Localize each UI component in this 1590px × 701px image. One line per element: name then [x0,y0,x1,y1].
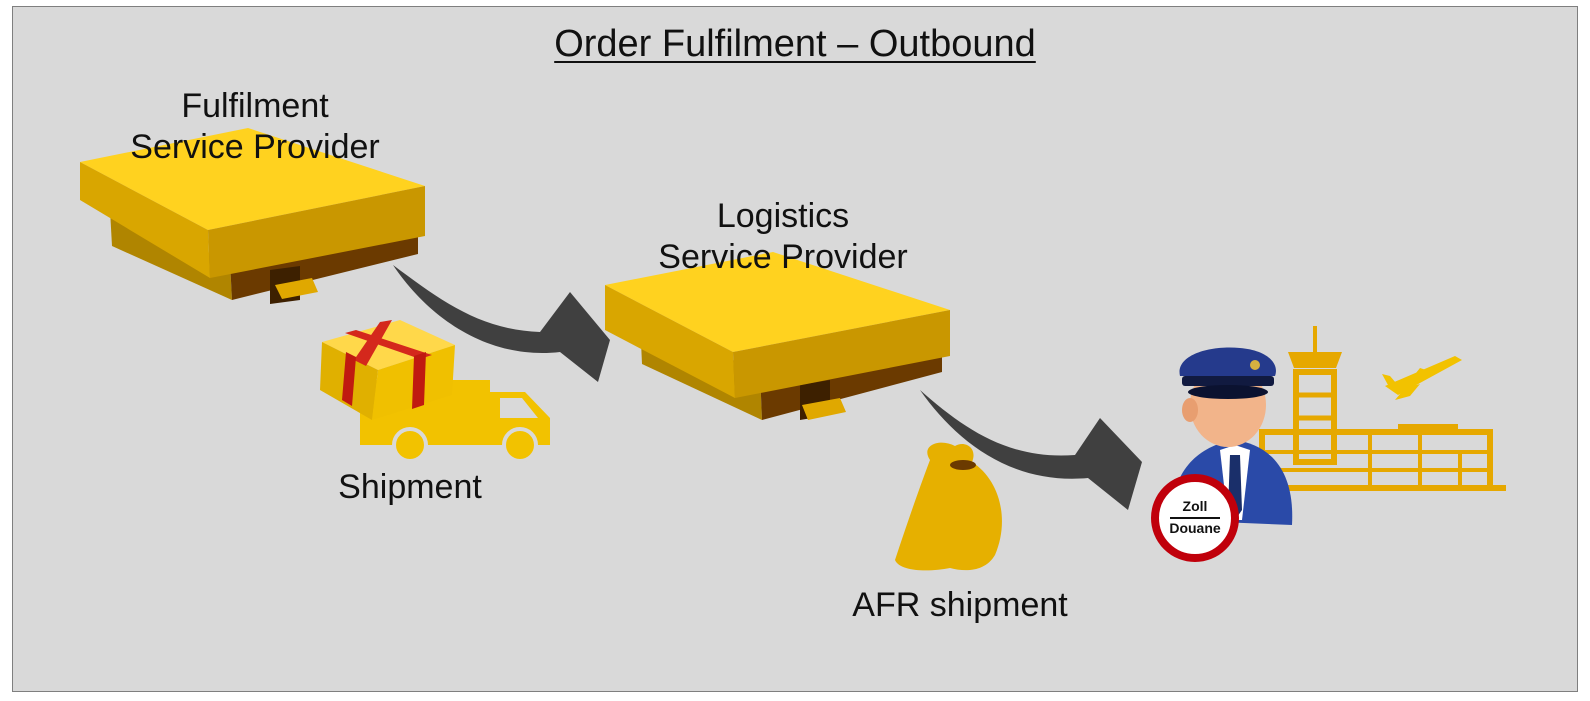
airplane-icon [1382,356,1462,400]
logistics-provider-line2: Service Provider [658,237,908,276]
customs-badge-top: Zoll [1183,498,1208,514]
flow-arrow-1 [393,265,610,382]
fulfilment-provider-line2: Service Provider [130,127,380,166]
package-icon [320,320,455,420]
logistics-provider-label: Logistics Service Provider [613,196,953,278]
airport-icon [1250,326,1506,491]
customs-badge-bottom: Douane [1169,520,1221,536]
diagram-title: Order Fulfilment – Outbound [554,23,1036,65]
customs-badge-icon [1151,474,1239,562]
logistics-pallet-icon [605,252,950,420]
fulfilment-provider-line1: Fulfilment [181,87,329,125]
shipment-label: Shipment [338,468,482,506]
logistics-provider-line1: Logistics [716,197,850,235]
fulfilment-pallet-icon [80,128,425,304]
fulfilment-provider-label: Fulfilment Service Provider [85,86,425,168]
flow-arrow-2 [920,390,1142,510]
afr-shipment-label: AFR shipment [852,586,1068,624]
sack-icon [895,442,1002,571]
